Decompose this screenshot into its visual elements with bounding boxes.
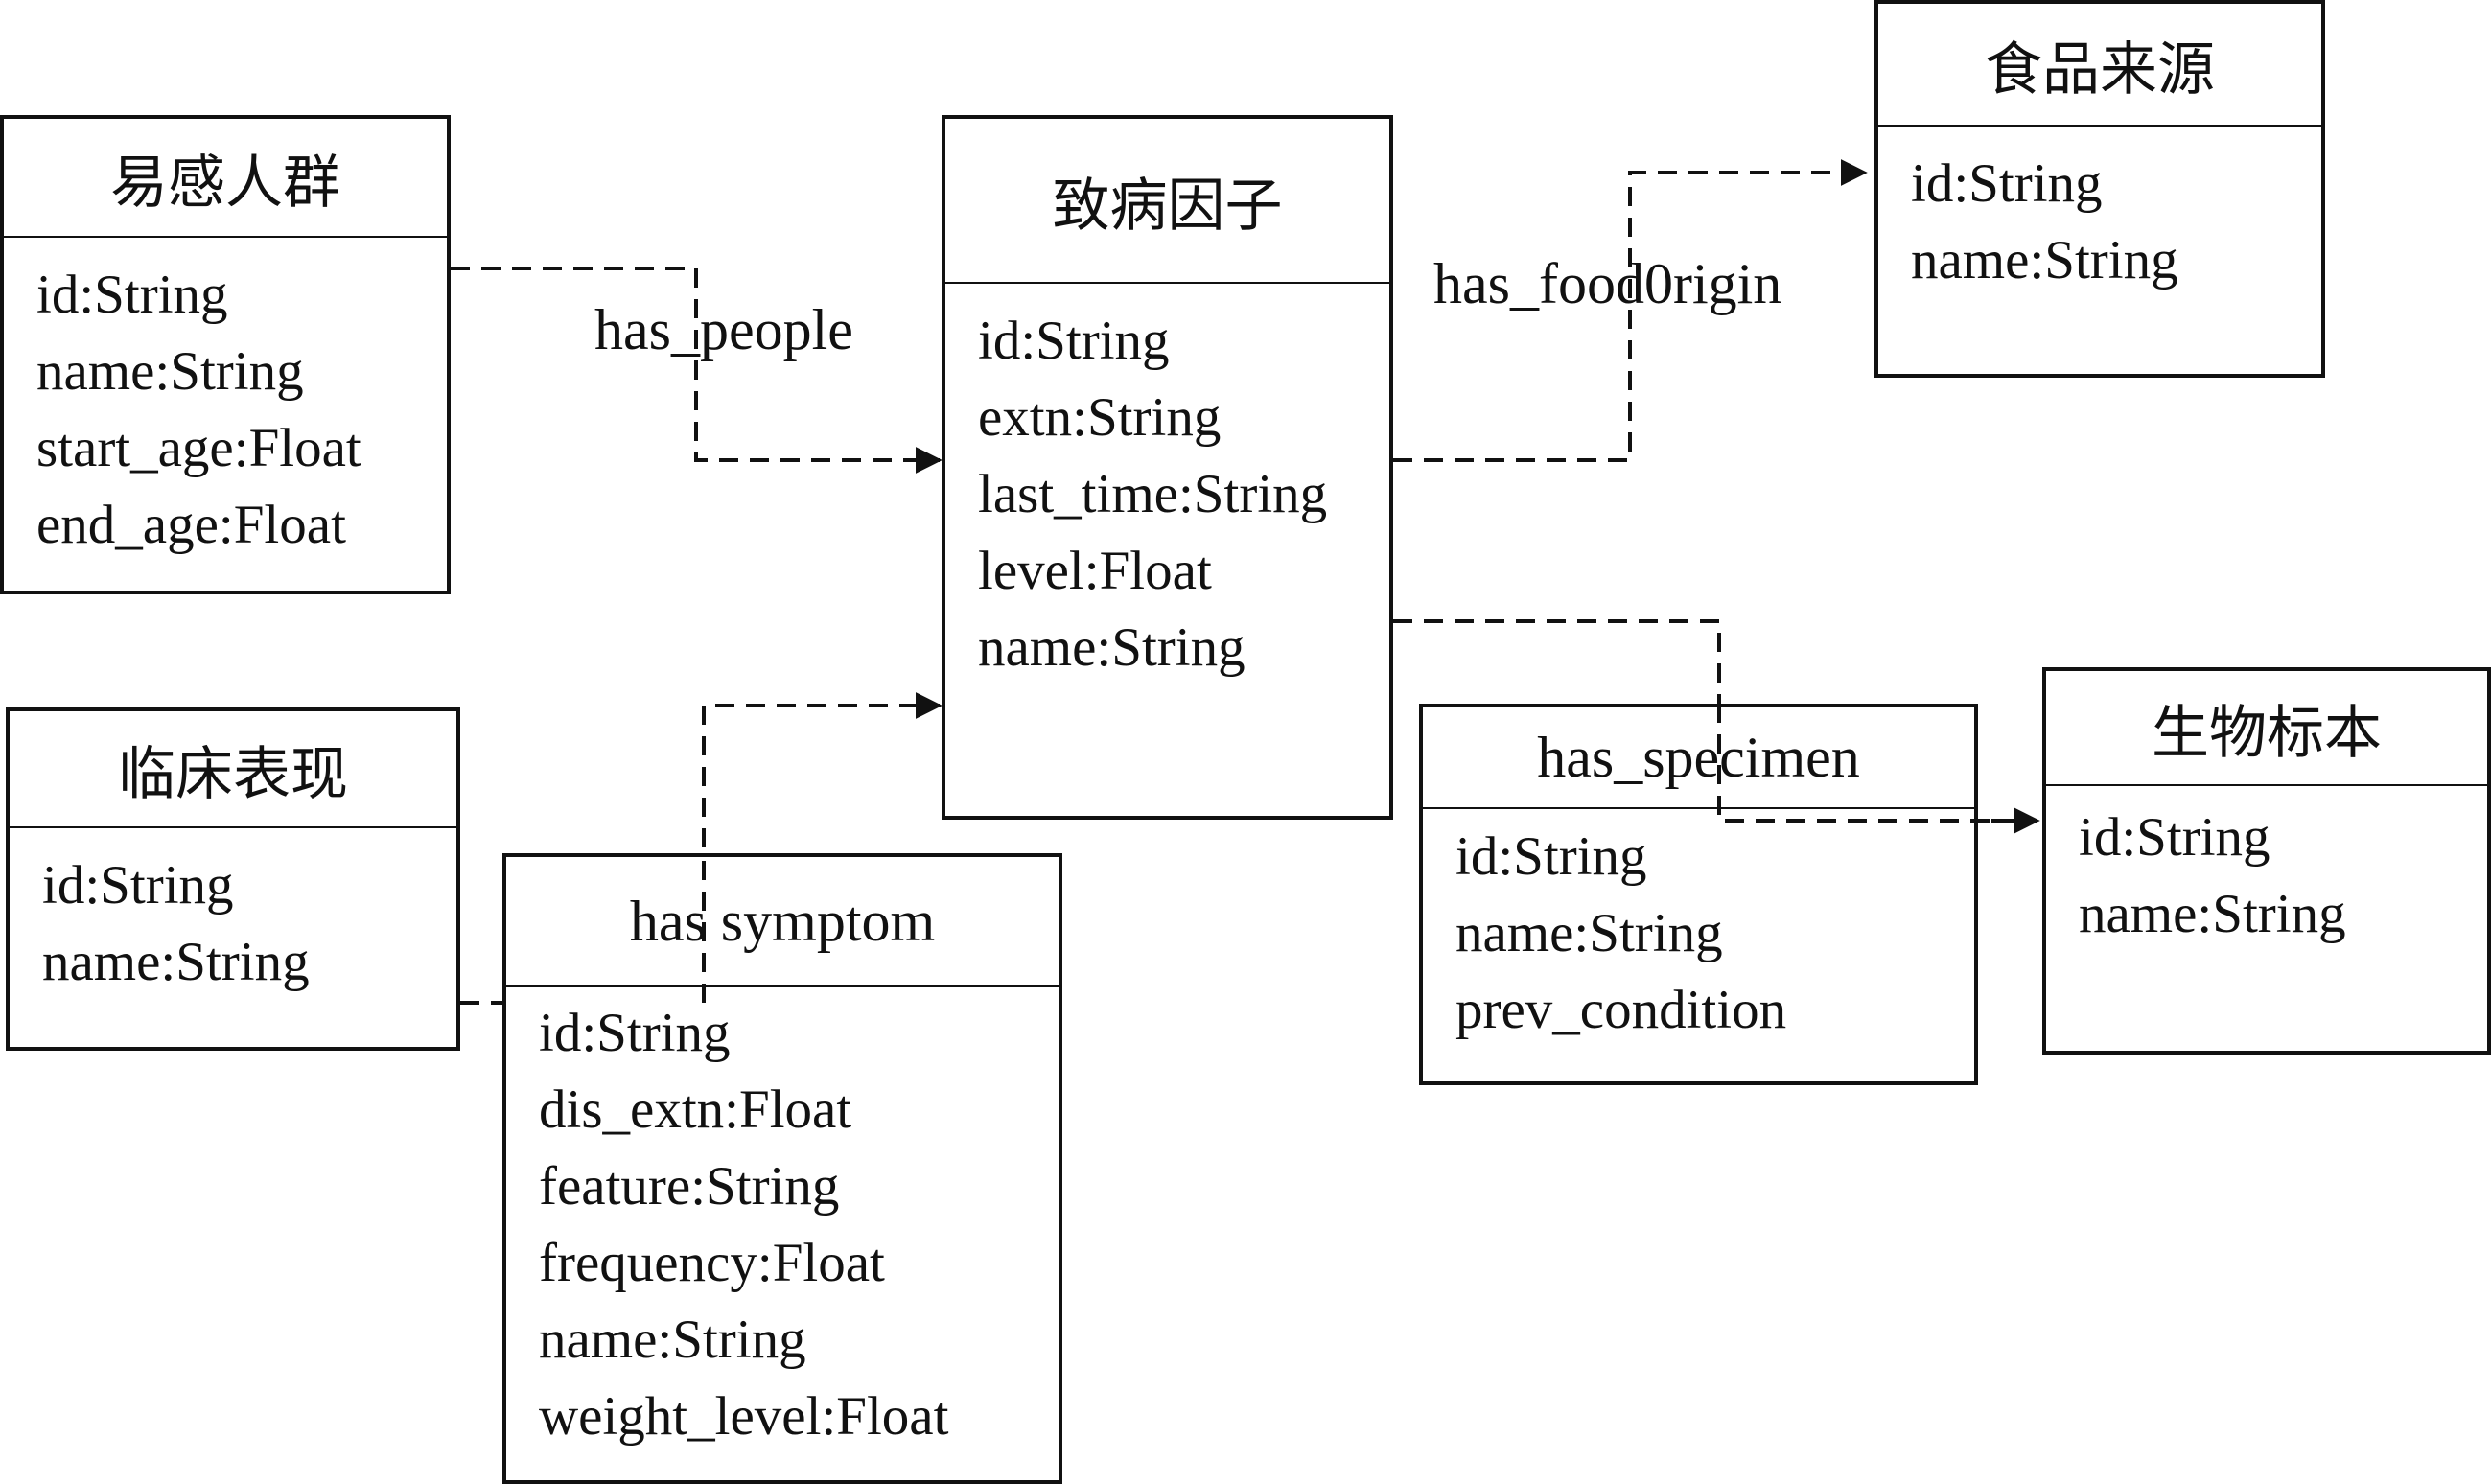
attribute: weight_level:Float — [539, 1386, 949, 1447]
entity-attributes: id:String name:String — [10, 828, 456, 1001]
entity-title: 食品来源 — [1878, 4, 2321, 127]
attribute: id:String — [36, 265, 228, 325]
attribute: frequency:Float — [539, 1233, 885, 1293]
entity-attributes: id:String name:String start_age:Float en… — [4, 238, 447, 564]
attribute: id:String — [42, 855, 234, 916]
attribute: id:String — [2079, 807, 2270, 868]
attribute: level:Float — [978, 541, 1212, 601]
entity-biological-specimen: 生物标本 id:String name:String — [2042, 667, 2491, 1055]
attribute: id:String — [978, 311, 1170, 371]
entity-title: 致病因子 — [945, 119, 1389, 284]
has-food-origin-link — [1393, 159, 1868, 462]
attribute: name:String — [1911, 230, 2178, 290]
entity-title: has_specimen — [1423, 707, 1974, 809]
has-people-link — [451, 267, 943, 474]
attribute: name:String — [36, 341, 304, 402]
relation-has-symptom: has symptom id:String dis_extn:Float fea… — [502, 853, 1062, 1484]
attribute: id:String — [1455, 826, 1647, 887]
entity-attributes: id:String name:String — [2046, 786, 2487, 953]
entity-food-origin: 食品来源 id:String name:String — [1874, 0, 2325, 378]
entity-pathogen: 致病因子 id:String extn:String last_time:Str… — [942, 115, 1393, 820]
attribute: name:String — [42, 932, 310, 992]
entity-attributes: id:String name:String — [1878, 127, 2321, 299]
relation-label-has-people: has_people — [594, 298, 853, 361]
entity-title: 生物标本 — [2046, 671, 2487, 786]
entity-susceptible-population: 易感人群 id:String name:String start_age:Flo… — [0, 115, 451, 594]
entity-attributes: id:String dis_extn:Float feature:String … — [506, 987, 1059, 1455]
attribute: prev_condition — [1455, 980, 1787, 1040]
has-symptom-link — [460, 692, 943, 1005]
entity-title: 临床表现 — [10, 711, 456, 828]
attribute: last_time:String — [978, 464, 1328, 524]
attribute: id:String — [1911, 153, 2103, 214]
attribute: start_age:Float — [36, 418, 361, 478]
attribute: extn:String — [978, 387, 1222, 448]
attribute: name:String — [2079, 884, 2346, 944]
attribute: dis_extn:Float — [539, 1079, 852, 1140]
attribute: name:String — [978, 617, 1246, 678]
relation-has-specimen: has_specimen id:String name:String prev_… — [1419, 704, 1978, 1085]
entity-title: 易感人群 — [4, 119, 447, 238]
attribute: end_age:Float — [36, 495, 346, 555]
entity-attributes: id:String name:String prev_condition — [1423, 809, 1974, 1049]
relation-label-has-food-origin: has_food0rigin — [1433, 252, 1782, 315]
attribute: name:String — [1455, 903, 1723, 963]
entity-title: has symptom — [506, 857, 1059, 987]
attribute: name:String — [539, 1310, 806, 1370]
entity-attributes: id:String extn:String last_time:String l… — [945, 284, 1389, 686]
attribute: feature:String — [539, 1156, 840, 1217]
attribute: id:String — [539, 1003, 731, 1063]
entity-clinical-manifestation: 临床表现 id:String name:String — [6, 707, 460, 1051]
